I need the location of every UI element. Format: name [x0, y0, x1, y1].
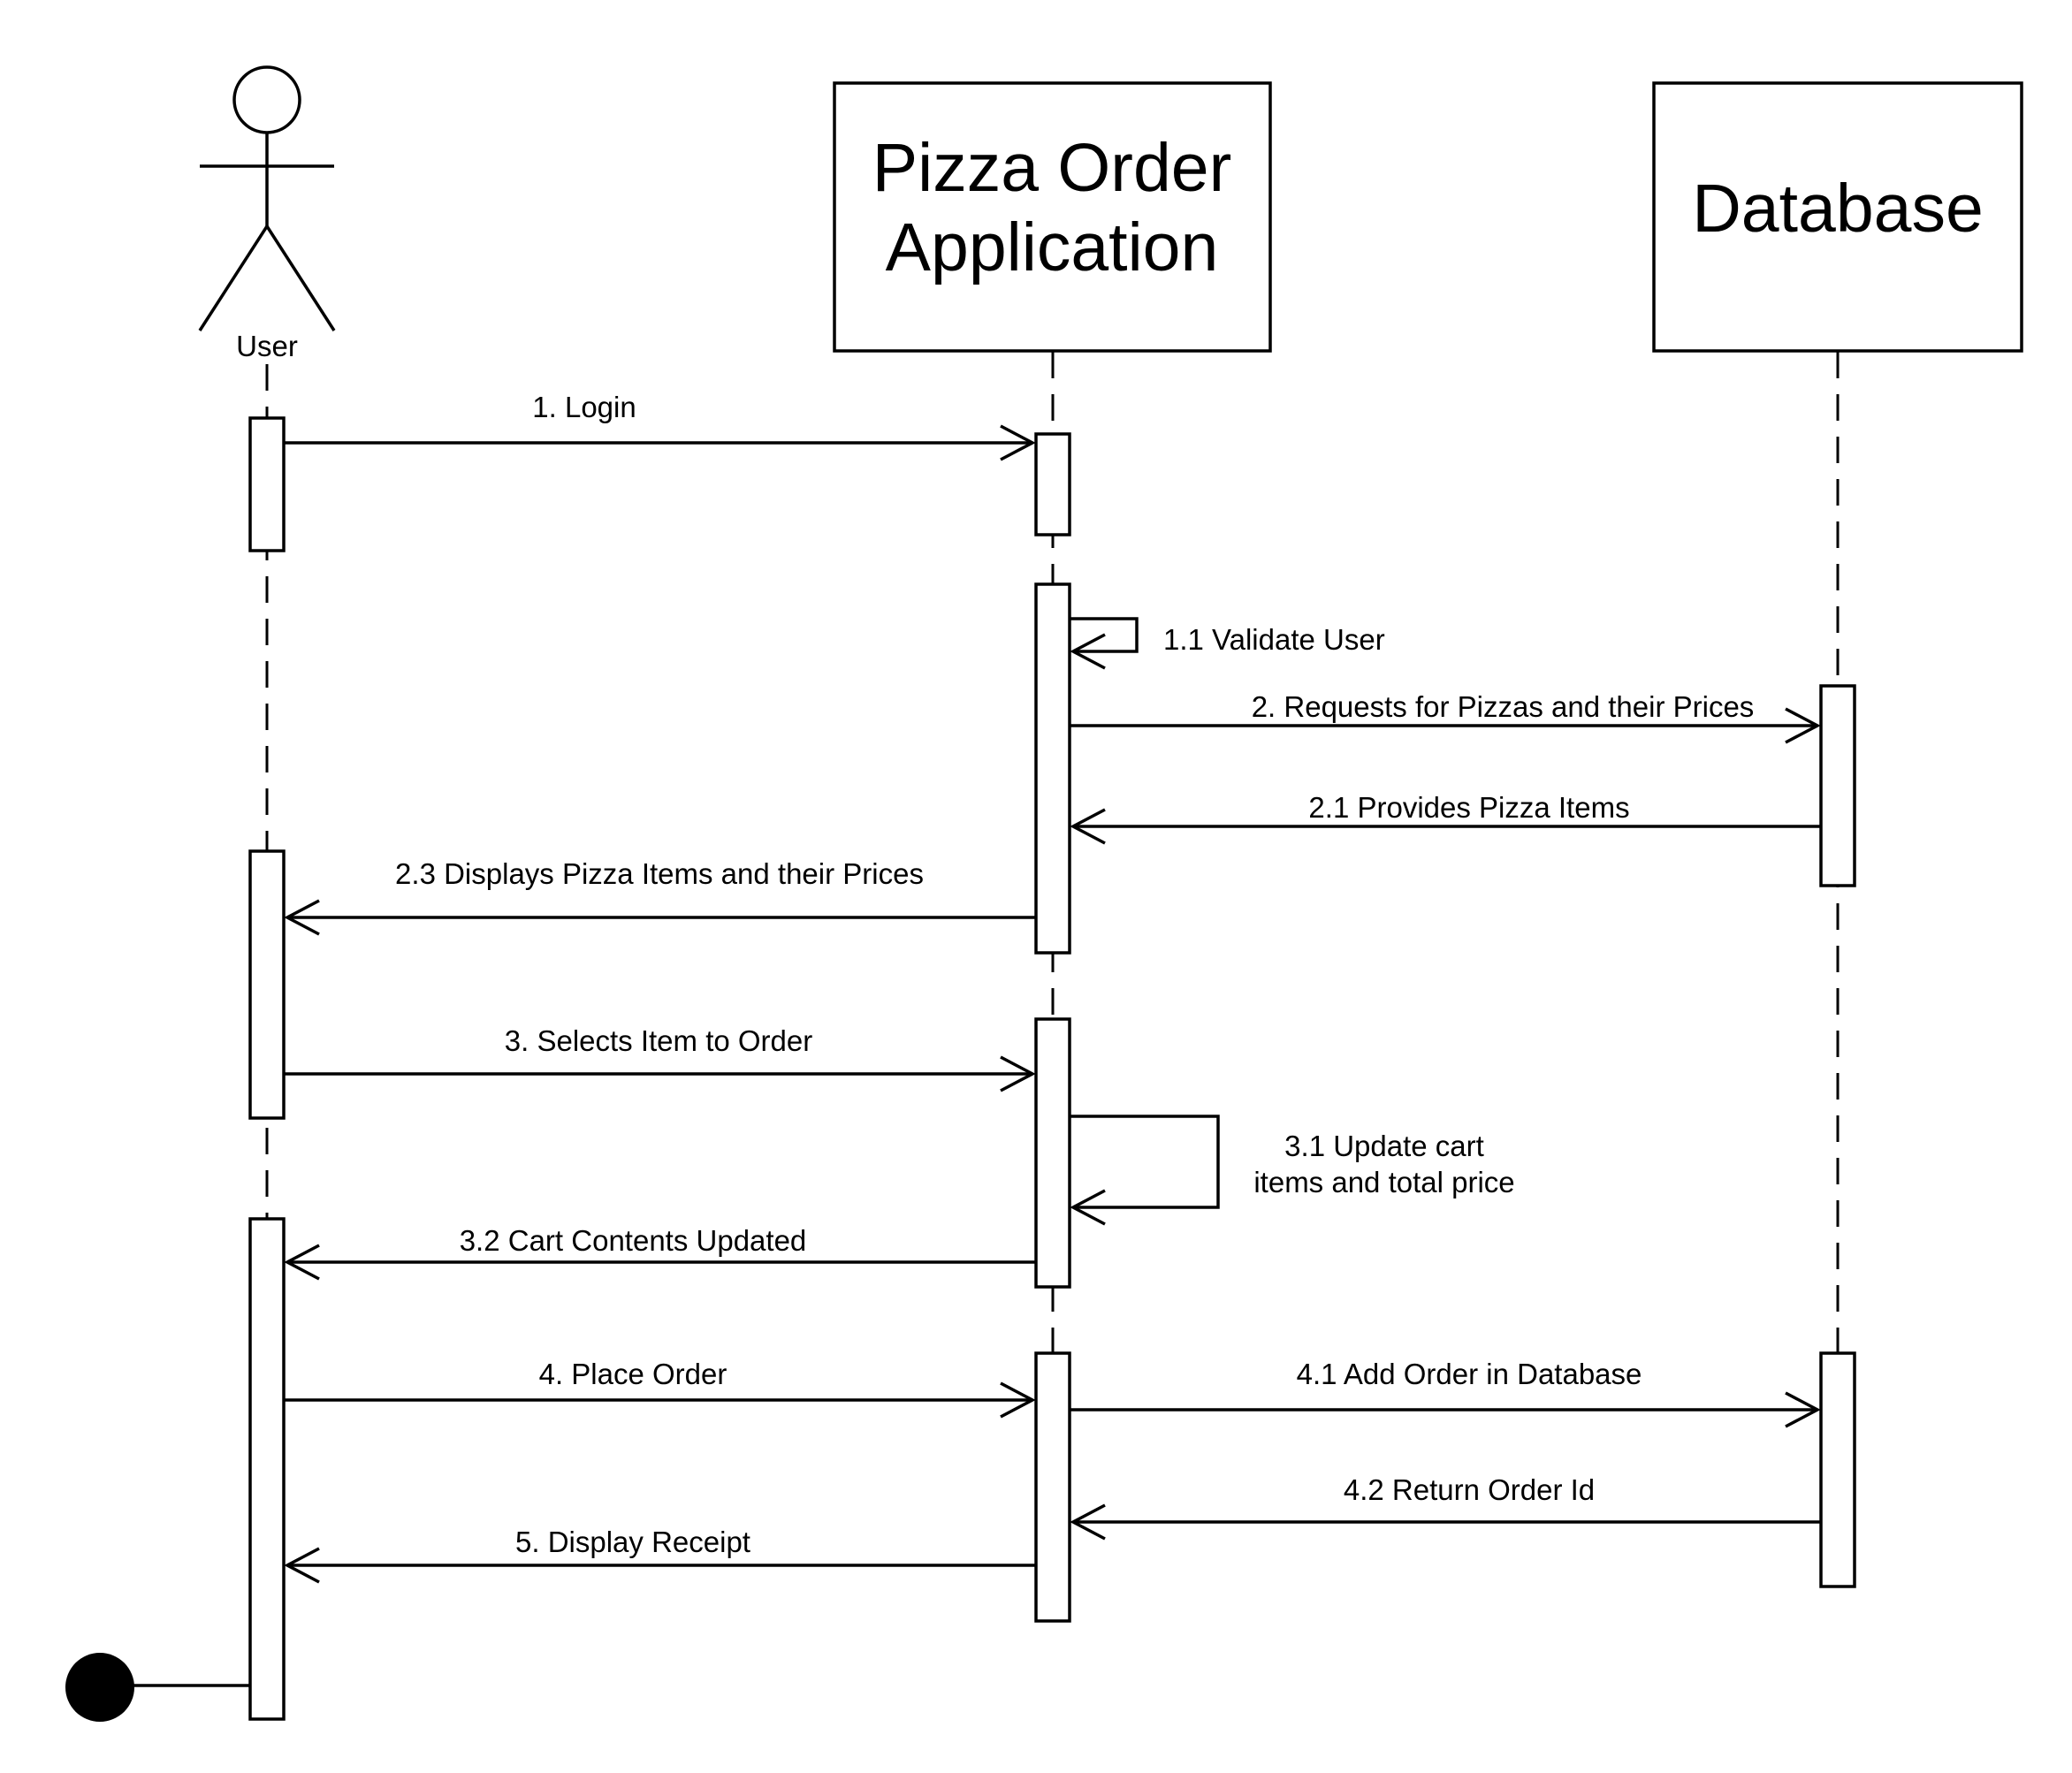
message-label: 1. Login	[532, 391, 636, 423]
message-label: 4.2 Return Order Id	[1344, 1473, 1595, 1506]
app-label-line1: Pizza Order	[872, 130, 1232, 206]
arrowhead-icon	[1000, 1055, 1036, 1092]
message-validate-user: 1.1 Validate User	[1070, 617, 1385, 670]
message-label: 3. Selects Item to Order	[505, 1024, 812, 1057]
db-activation-2	[1819, 1351, 1856, 1588]
message-label: 4.1 Add Order in Database	[1297, 1358, 1642, 1390]
self-message-line	[1070, 1115, 1220, 1209]
arrowhead-icon	[1000, 1381, 1036, 1419]
arrowhead-icon	[1070, 1189, 1106, 1226]
app-label-line2: Application	[886, 209, 1219, 285]
app-activation-3	[1034, 1017, 1071, 1289]
message-add-order: 4.1 Add Order in Database	[1070, 1358, 1821, 1428]
message-label: 2. Requests for Pizzas and their Prices	[1252, 690, 1755, 723]
message-label-line2: items and total price	[1253, 1166, 1514, 1198]
arrowhead-icon	[284, 1244, 320, 1281]
message-label: 4. Place Order	[539, 1358, 727, 1390]
arrowhead-icon	[284, 1547, 320, 1584]
message-label: 2.1 Provides Pizza Items	[1308, 791, 1629, 824]
message-login: 1. Login	[284, 391, 1036, 461]
db-activation-1	[1819, 684, 1856, 887]
app-activation-1	[1034, 432, 1071, 536]
actor-right-leg	[265, 225, 336, 331]
arrowhead-icon	[1070, 1503, 1106, 1541]
message-label-line1: 3.1 Update cart	[1284, 1130, 1484, 1162]
user-activation-2	[248, 849, 286, 1120]
actor-head	[232, 65, 301, 134]
arrowhead-icon	[1070, 808, 1106, 845]
app-activation-4	[1034, 1351, 1071, 1623]
arrowhead-icon	[1785, 1391, 1821, 1428]
arrowhead-icon	[284, 899, 320, 936]
message-label: 5. Display Receipt	[515, 1526, 750, 1558]
message-label: 3.2 Cart Contents Updated	[460, 1224, 807, 1257]
app-participant: Pizza Order Application	[833, 81, 1272, 353]
filled-circle-icon	[65, 1653, 134, 1722]
message-cart-updated: 3.2 Cart Contents Updated	[284, 1224, 1036, 1281]
user-label: User	[236, 330, 298, 362]
message-select-item: 3. Selects Item to Order	[284, 1024, 1036, 1092]
message-label: 1.1 Validate User	[1163, 623, 1385, 656]
db-box	[1652, 81, 2023, 353]
user-activation-1	[248, 416, 286, 552]
self-message-line	[1070, 617, 1139, 653]
actor-left-leg	[198, 225, 269, 331]
message-display-items: 2.3 Displays Pizza Items and their Price…	[284, 857, 1036, 936]
app-activation-2	[1034, 582, 1071, 955]
app-box	[833, 81, 1272, 353]
end-node	[65, 1653, 250, 1722]
message-place-order: 4. Place Order	[284, 1358, 1036, 1419]
arrowhead-icon	[1000, 424, 1036, 461]
arrowhead-icon	[1785, 707, 1821, 744]
db-participant: Database	[1652, 81, 2023, 353]
message-label: 2.3 Displays Pizza Items and their Price…	[395, 857, 924, 890]
message-provides-items: 2.1 Provides Pizza Items	[1070, 791, 1821, 845]
message-update-cart: 3.1 Update cart items and total price	[1070, 1115, 1515, 1226]
db-label: Database	[1692, 171, 1984, 247]
user-activation-3	[248, 1217, 286, 1721]
message-display-receipt: 5. Display Receipt	[284, 1526, 1036, 1584]
message-return-order-id: 4.2 Return Order Id	[1070, 1473, 1821, 1541]
user-actor: User	[198, 65, 336, 362]
message-request-pizzas: 2. Requests for Pizzas and their Prices	[1070, 690, 1821, 744]
arrowhead-icon	[1070, 633, 1106, 670]
